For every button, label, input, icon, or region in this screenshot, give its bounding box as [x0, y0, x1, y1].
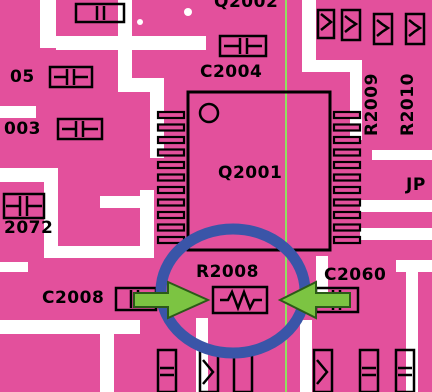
ic-pin: [332, 185, 362, 195]
ic-pin: [156, 110, 186, 120]
ic-pin: [332, 135, 362, 145]
q2001-label: Q2001: [218, 163, 283, 183]
c2005-label: 05: [10, 67, 35, 87]
ic-pin: [156, 123, 186, 132]
ic-pin: [332, 148, 362, 157]
c2060-label: C2060: [324, 265, 387, 285]
probe-line: [285, 0, 287, 392]
left-arrow: [133, 280, 211, 320]
r2010-label: R2010: [398, 73, 418, 136]
ic-pin: [332, 210, 362, 220]
ic-pin: [156, 185, 186, 195]
c2072-capacitor: [2, 192, 46, 220]
c2004-label: C2004: [200, 62, 263, 82]
ic-pin: [332, 123, 362, 132]
q2002-label: Q2002: [214, 0, 279, 12]
ic-pin: [156, 135, 186, 145]
ic-pin: [332, 160, 362, 170]
ic-pin: [332, 110, 362, 120]
r2008-label: R2008: [196, 262, 259, 282]
top-right-resistors: [316, 8, 426, 46]
ic-pin: [156, 210, 186, 220]
ic-pin: [332, 223, 362, 232]
ic-pin: [156, 223, 186, 232]
c2003-capacitor: [56, 117, 104, 141]
c2008-label: C2008: [42, 288, 105, 308]
ic-pin: [156, 148, 186, 157]
r2009-label: R2009: [362, 73, 382, 136]
c2003-label: 003: [4, 119, 41, 139]
ic-pin: [156, 173, 186, 182]
ic-pin: [332, 235, 362, 245]
jp-label: JP: [406, 175, 426, 195]
c2005-capacitor: [48, 65, 94, 89]
top-left-capacitor: [74, 2, 126, 24]
c2004-capacitor: [218, 34, 268, 58]
right-arrow: [277, 280, 351, 320]
r2008-resistor: [211, 285, 269, 315]
pointer-arrows: [133, 280, 351, 320]
ic-pin: [156, 198, 186, 207]
ic-pin: [332, 198, 362, 207]
ic-pin: [332, 173, 362, 182]
bottom-components: [156, 348, 416, 392]
c2072-label: 2072: [4, 218, 54, 238]
ic-pin: [156, 160, 186, 170]
